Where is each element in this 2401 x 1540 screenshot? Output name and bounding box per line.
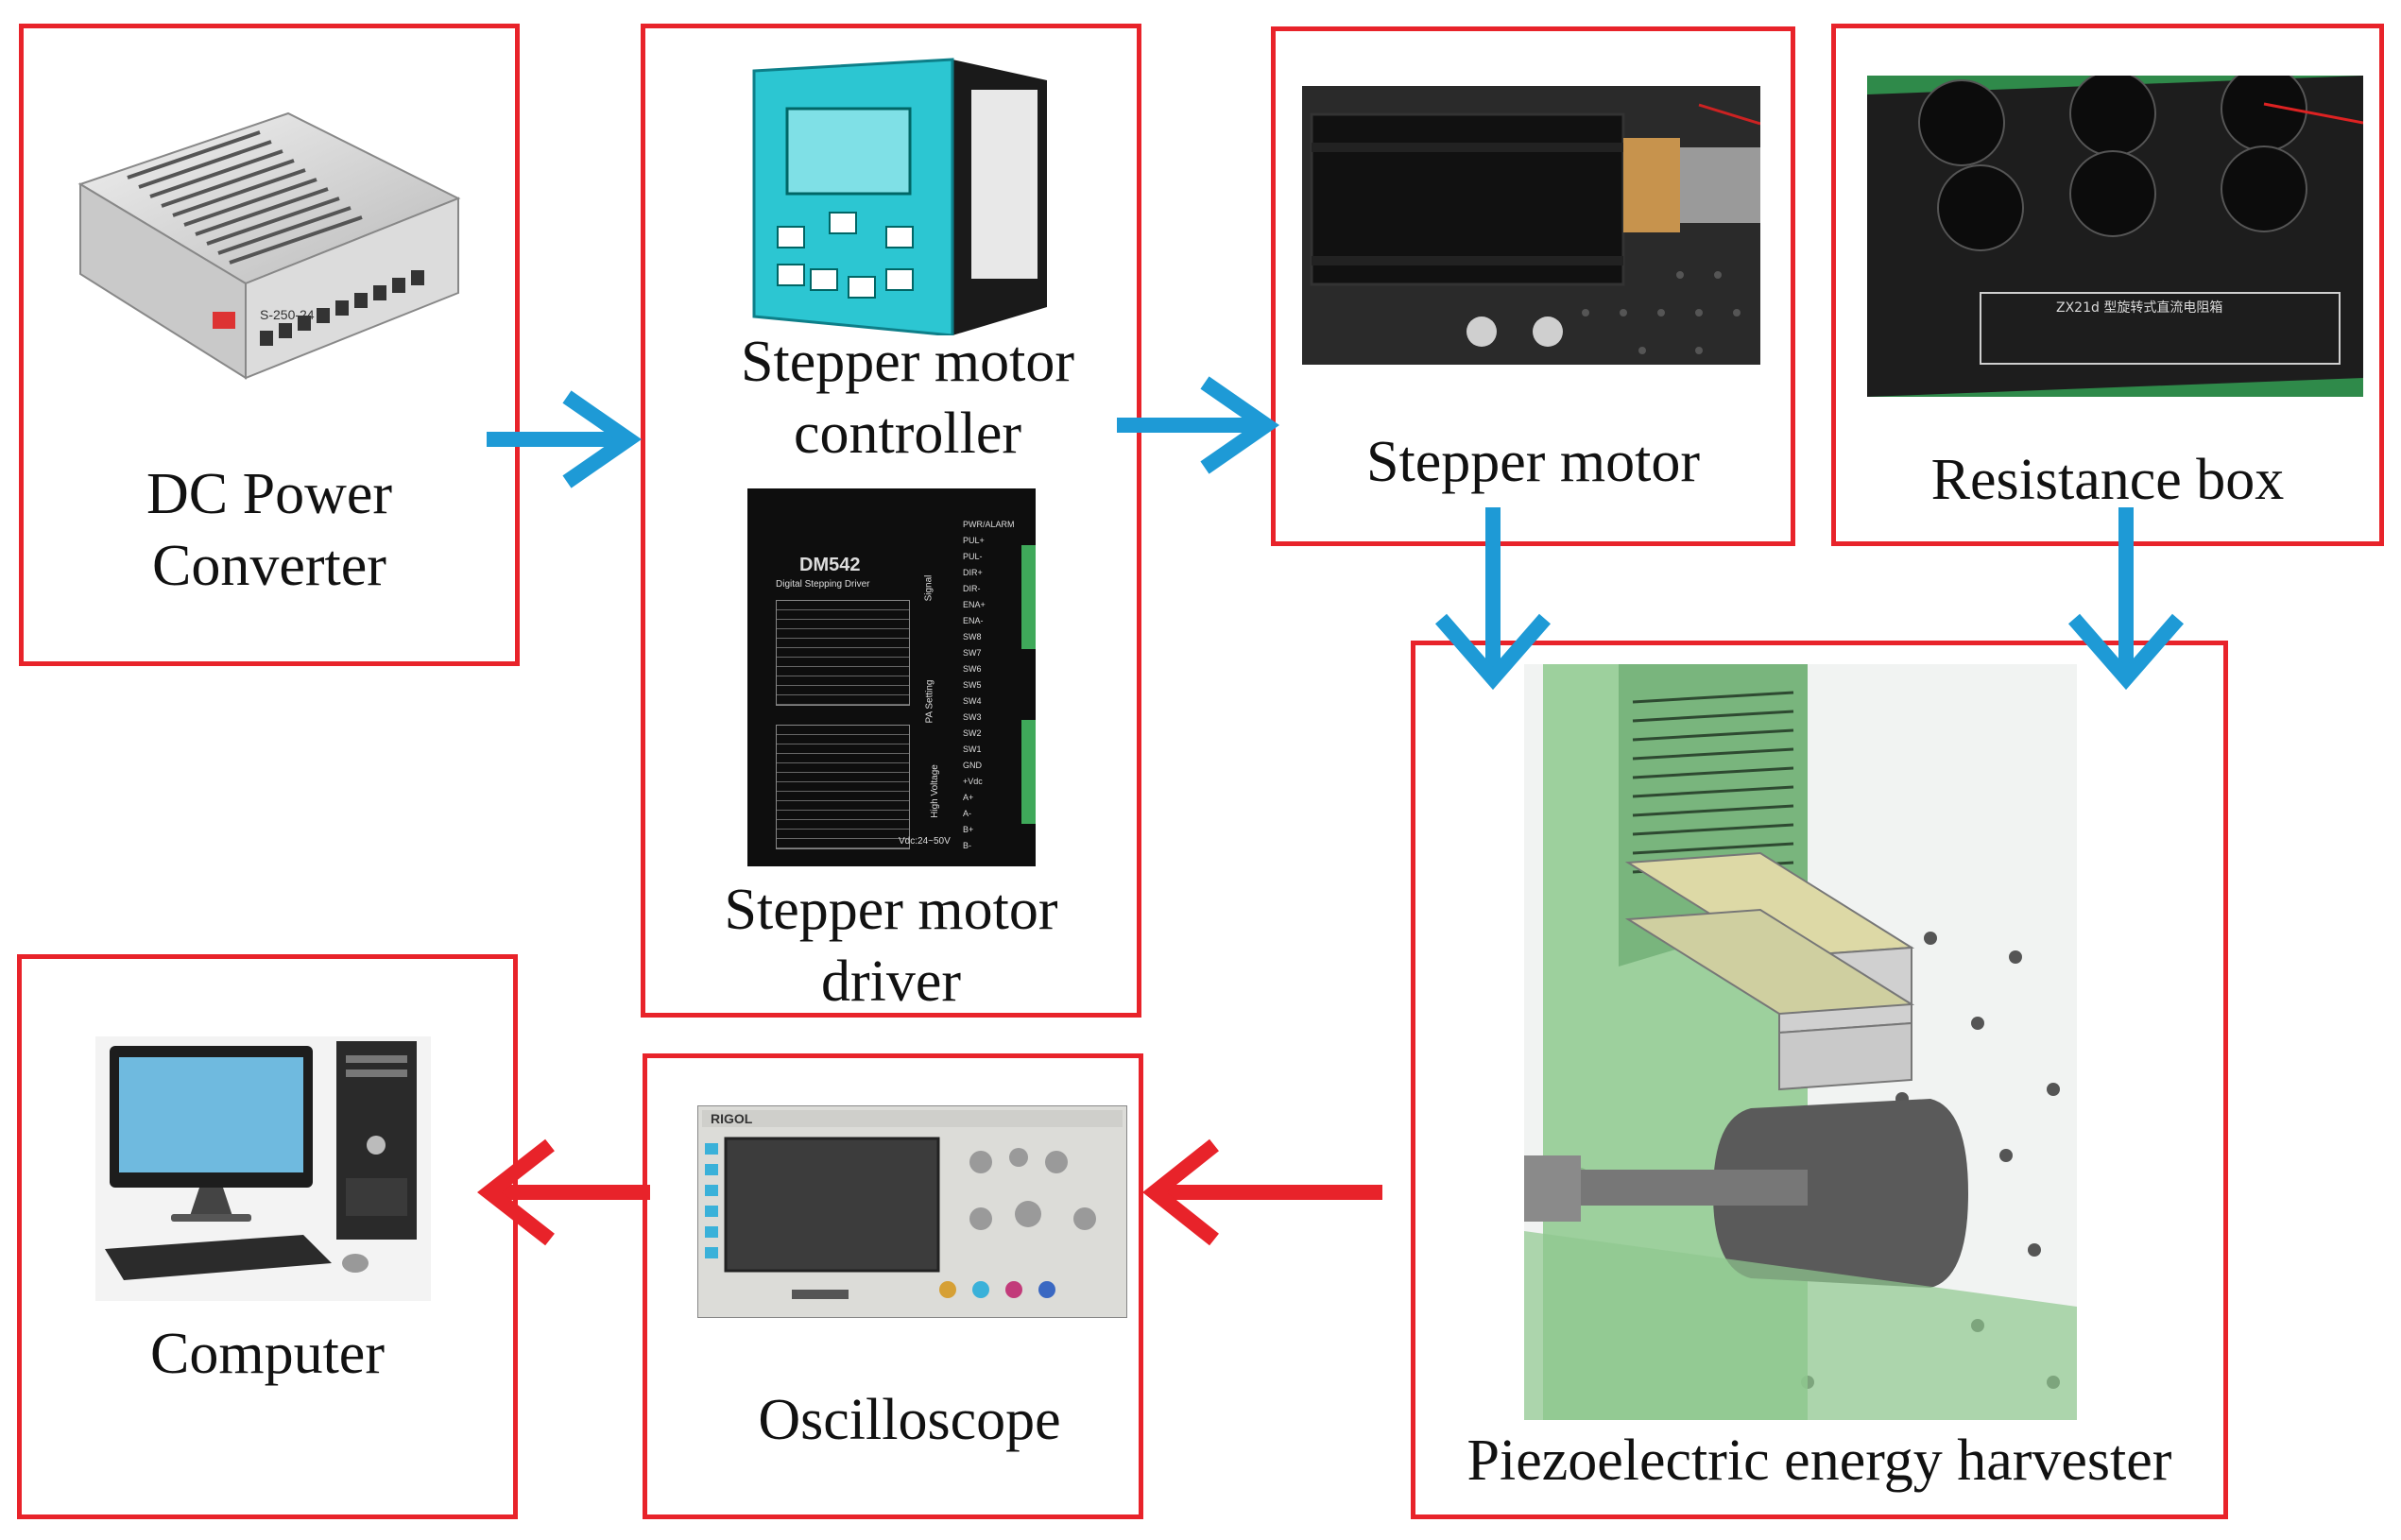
driver-terminal-6: ENA+ (963, 600, 986, 609)
driver-terminal-2: PUL+ (963, 536, 985, 545)
driver-terminal-14: SW2 (963, 728, 982, 738)
dc-power-converter-box: S-250-24 DC Power Converter (19, 24, 520, 666)
driver-voltage-text: High Voltage (929, 764, 940, 818)
driver-terminal-18: A+ (963, 793, 974, 802)
oscilloscope-knobs (969, 1148, 1096, 1230)
driver-terminal-13: SW3 (963, 712, 982, 722)
driver-terminal-list: PWR/ALARM PUL+ PUL- DIR+ DIR- ENA+ ENA- … (963, 517, 1020, 854)
vent-slots (127, 130, 363, 265)
driver-pulse-table (776, 725, 910, 849)
oscilloscope-channel-connectors (939, 1281, 1055, 1298)
driver-terminal-17: +Vdc (963, 777, 983, 786)
driver-model-text: DM542 (799, 555, 861, 575)
stepper-driver-label: Stepper motor driver (724, 878, 1058, 1014)
driver-terminal-20: B+ (963, 825, 974, 834)
driver-green-connector-bottom (1021, 720, 1036, 824)
controller-side-label (971, 90, 1038, 279)
oscilloscope-side-buttons (705, 1143, 718, 1258)
driver-subtitle-text: Digital Stepping Driver (776, 579, 870, 590)
resistance-box-box: ZX21d 型旋转式直流电阻箱 Resistance box (1831, 24, 2384, 546)
oscilloscope-image: RIGOL (697, 1105, 1127, 1318)
piezoelectric-harvester-box: Piezoelectric energy harvester (1411, 641, 2228, 1519)
psu-brand-badge (213, 312, 235, 329)
driver-terminal-11: SW5 (963, 680, 982, 690)
driver-signal-text: Signal (923, 574, 935, 602)
mouse (342, 1254, 369, 1273)
stepper-controller-label: Stepper motor controller (741, 330, 1074, 466)
resistance-nameplate (1980, 292, 2341, 365)
driver-terminal-21: B- (963, 841, 971, 850)
piezoelectric-harvester-label: Piezoelectric energy harvester (1466, 1429, 2172, 1493)
driver-terminal-1: PWR/ALARM (963, 520, 1015, 529)
oscilloscope-screen (724, 1137, 940, 1273)
computer-box: Computer (17, 954, 518, 1519)
driver-terminal-4: DIR+ (963, 568, 983, 577)
driver-terminal-16: GND (963, 761, 982, 770)
stepper-motor-image (1302, 86, 1760, 365)
driver-terminal-15: SW1 (963, 744, 982, 754)
comb-slots (1632, 691, 1794, 874)
rotating-magnet-drum (1713, 1099, 1968, 1288)
driver-terminal-19: A- (963, 809, 971, 818)
resistance-box-label: Resistance box (1930, 448, 2285, 512)
piezo-beam-middle (1624, 908, 1915, 1016)
power-supply-image: S-250-24 (77, 111, 461, 380)
breadboard-holes (1582, 271, 1741, 354)
controller-lcd (785, 107, 912, 196)
driver-terminal-9: SW7 (963, 648, 982, 658)
driver-vdc-text: Vdc:24~50V (899, 836, 951, 847)
computer-image (95, 1036, 431, 1301)
stepper-driver-image: DM542 Digital Stepping Driver Vdc:24~50V… (747, 488, 1036, 866)
dc-power-converter-label: DC Power Converter (146, 462, 393, 598)
driver-terminal-8: SW8 (963, 632, 982, 642)
resistance-knobs (1918, 76, 2307, 251)
computer-label: Computer (150, 1322, 385, 1386)
driver-terminal-7: ENA- (963, 616, 984, 625)
stepper-motor-label: Stepper motor (1366, 430, 1700, 494)
harvester-render-image (1524, 664, 2077, 1420)
controller-keypad (777, 212, 914, 299)
monitor-screen (119, 1057, 303, 1172)
stepper-controller-driver-box: Stepper motor controller DM542 Digital S… (641, 24, 1141, 1018)
shaft-coupling (1623, 138, 1680, 232)
resistance-box-image: ZX21d 型旋转式直流电阻箱 (1867, 76, 2363, 397)
keyboard (105, 1235, 332, 1280)
driver-current-table (776, 600, 910, 706)
oscilloscope-brand-text: RIGOL (711, 1111, 753, 1126)
psu-terminals (260, 270, 424, 346)
driver-green-connector-top (1021, 545, 1036, 649)
stepper-controller-image (752, 58, 1047, 335)
oscilloscope-label: Oscilloscope (758, 1388, 1061, 1452)
driver-terminal-3: PUL- (963, 552, 983, 561)
driver-terminal-12: SW4 (963, 696, 982, 706)
resistance-nameplate-text: ZX21d 型旋转式直流电阻箱 (2056, 299, 2222, 316)
stepper-motor-box: Stepper motor (1271, 26, 1795, 546)
driver-terminal-10: SW6 (963, 664, 982, 674)
arrow-harvester-to-oscilloscope (1142, 1138, 1382, 1246)
driver-terminal-5: DIR- (963, 584, 981, 593)
oscilloscope-box: RIGOL Oscilloscope (643, 1053, 1143, 1519)
driver-setting-text: PA Setting (924, 679, 935, 724)
